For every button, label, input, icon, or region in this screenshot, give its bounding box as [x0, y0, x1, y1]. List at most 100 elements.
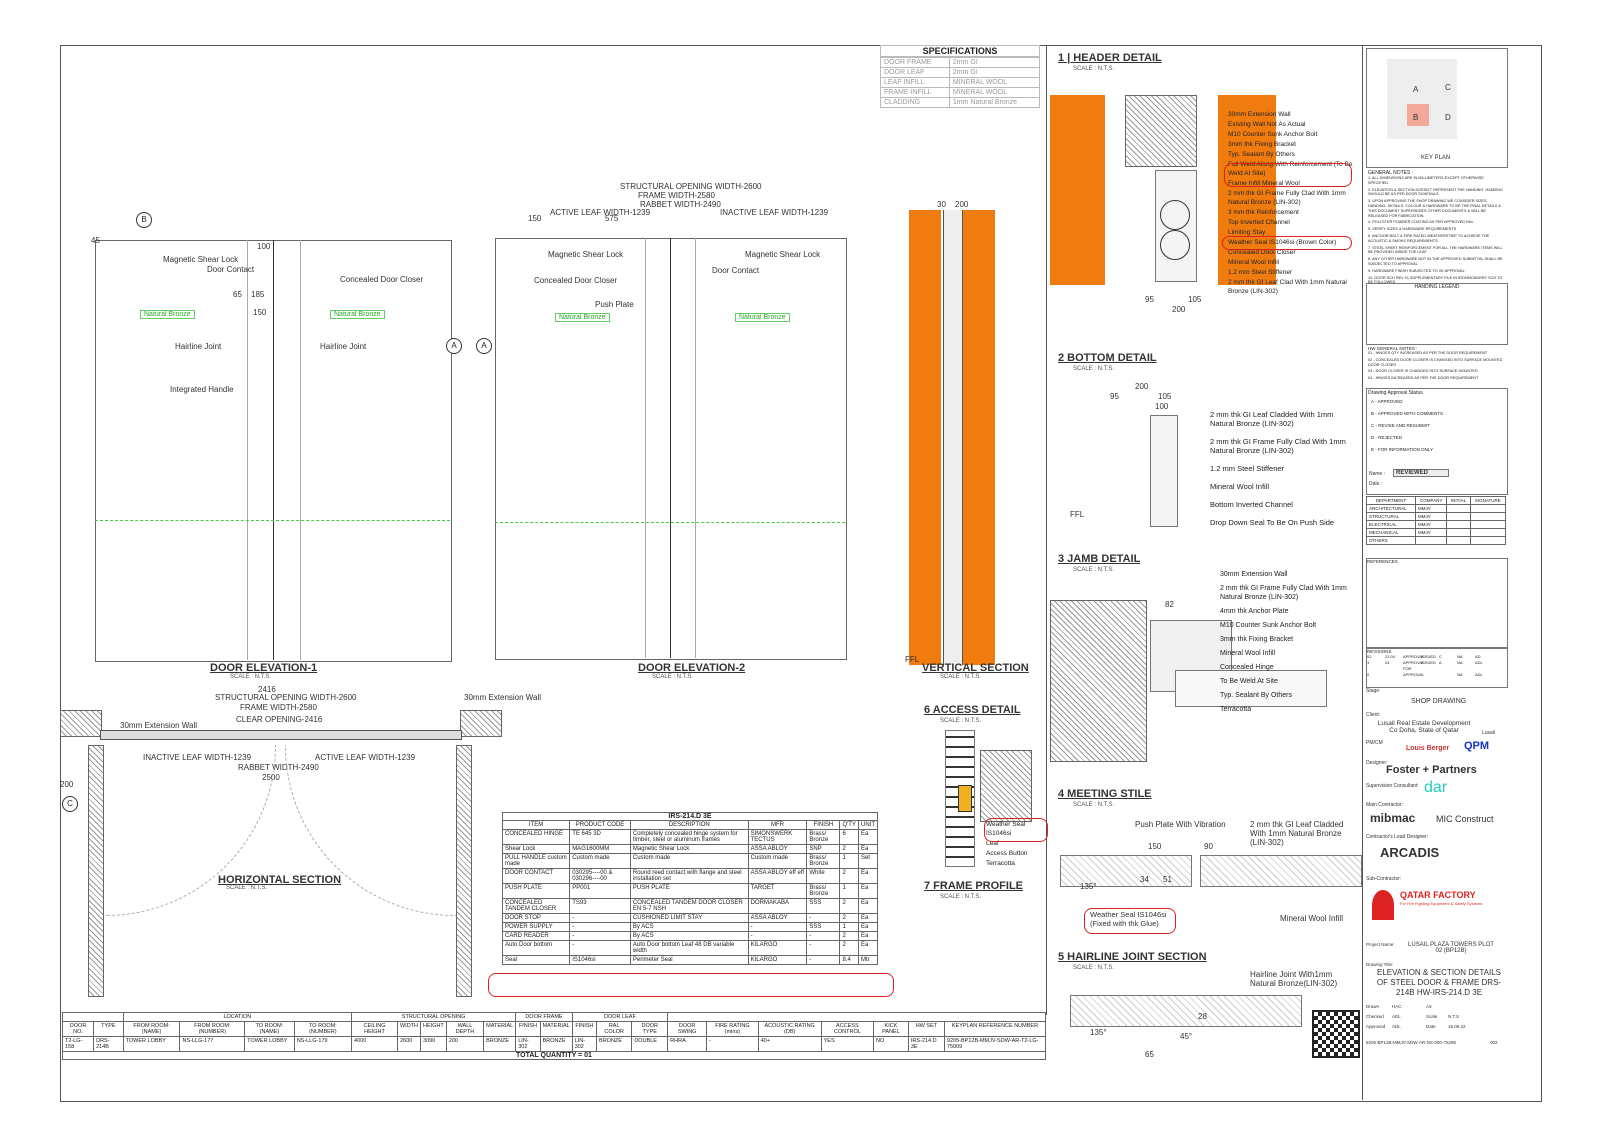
- dimension: 30: [937, 200, 946, 209]
- meeting-stile-scale: SCALE : N.T.S.: [1073, 802, 1115, 808]
- schedule-cell: DOUBLE: [631, 1036, 669, 1052]
- jamb-detail-scale: SCALE : N.T.S.: [1073, 567, 1115, 573]
- hardware-cell: 1: [839, 853, 859, 869]
- divider: [1046, 45, 1047, 1015]
- header-detail-title: 1 | HEADER DETAIL: [1058, 52, 1162, 64]
- note-label: To Be Weld At Site: [1220, 678, 1278, 685]
- revision-cell: NA: [1457, 654, 1463, 659]
- client-name: Lusail Real Estate Development Co Doha, …: [1377, 720, 1471, 734]
- push-plate-label: Push Plate With Vibration: [1135, 820, 1226, 829]
- mibmac-logo: mibmac: [1370, 811, 1416, 825]
- section-marker-c: C: [62, 796, 78, 812]
- hardware-cell: 1: [839, 922, 859, 932]
- schedule-cell: LIN-302: [571, 1036, 598, 1052]
- hardware-cell: ASSA ABLOY eff eff: [747, 868, 808, 884]
- meeting-stile-line: [670, 238, 671, 658]
- angle: 135°: [1090, 1028, 1107, 1037]
- dept-cell: STRUCTURAL: [1366, 512, 1416, 521]
- hardware-cell: CONCEALED TANDEM DOOR CLOSER EN 5-7 NSH: [629, 898, 749, 914]
- hardware-cell: 6: [839, 829, 859, 845]
- bottom-detail-notes: 2 mm thk GI Leaf Cladded With 1mm Natura…: [1210, 410, 1350, 536]
- mic-logo: MIC Construct: [1436, 814, 1494, 824]
- hardware-cell: TS93: [569, 898, 631, 914]
- schedule-group-header: DOOR LEAF: [571, 1012, 669, 1022]
- spec-key: FRAME INFILL: [880, 87, 950, 98]
- schedule-header: TO ROOM: (NAME): [244, 1021, 295, 1037]
- spec-key: CLADDING: [880, 97, 950, 108]
- center-line: [495, 522, 845, 523]
- schedule-header: MATERIAL: [483, 1021, 517, 1037]
- finish-label: Natural Bronze: [330, 310, 385, 319]
- access-detail-scale: SCALE : N.T.S.: [940, 718, 982, 724]
- schedule-cell: 2600: [396, 1036, 422, 1052]
- dimension: 185: [251, 290, 265, 299]
- hardware-title: IRS-214.D 3E: [502, 812, 878, 820]
- note-label: Frame Infill Mineral Wool: [1228, 180, 1300, 187]
- note-label: B - APPROVED WITH COMMENTS: [1371, 411, 1444, 416]
- hardware-cell: CUSHIONED LIMIT STAY: [629, 913, 749, 923]
- cladding: [1218, 95, 1276, 285]
- hardware-cell: Magnetic Shear Lock: [629, 844, 749, 854]
- general-notes-title: GENERAL NOTES :: [1368, 170, 1414, 176]
- note-label: 30mm Extension Wall: [1228, 111, 1291, 118]
- dimension: 2416: [258, 685, 276, 694]
- spec-key: LEAF INFILL: [880, 77, 950, 88]
- foster-logo: Foster + Partners: [1386, 764, 1477, 776]
- hardware-header: UNIT: [857, 820, 879, 830]
- schedule-cell: 200: [445, 1036, 485, 1052]
- dimension: 200: [955, 200, 969, 209]
- hardware-cell: Set: [857, 853, 879, 869]
- hardware-cell: CONCEALED HINGE: [501, 829, 571, 845]
- schedule-header: ACOUSTIC RATING (DB): [757, 1021, 822, 1037]
- dept-cell: [1446, 504, 1471, 513]
- dimension: 575: [605, 214, 619, 223]
- leaf-section: [1070, 995, 1302, 1027]
- note-label: Drop Down Seal To Be On Push Side: [1210, 518, 1335, 527]
- schedule-header: HW SET: [907, 1021, 945, 1037]
- schedule-cell: TOWER LOBBY: [122, 1036, 181, 1052]
- approved-value: ADL: [1392, 1024, 1401, 1029]
- schedule-group-header: [667, 1012, 1046, 1022]
- hairline-joint-line: [695, 238, 696, 658]
- frame-profile-scale: SCALE : N.T.S.: [940, 894, 982, 900]
- hardware-cell: PULL HANDLE custom made: [501, 853, 571, 869]
- hardware-cell: 2: [839, 913, 859, 923]
- hardware-cell: -: [569, 940, 631, 956]
- hairline-joint-line: [247, 240, 248, 660]
- frame-width: FRAME WIDTH-2580: [638, 191, 715, 200]
- specifications-title: SPECIFICATIONS: [880, 45, 1040, 57]
- schedule-cell: -: [706, 1036, 759, 1052]
- center-line: [95, 520, 450, 521]
- revision-cell: A: [1439, 660, 1442, 665]
- general-notes-list: 1. ALL DIMENSIONS ARE IN MILLIMETERS EXC…: [1368, 176, 1504, 285]
- note-label: 3 mm thk Reinforcement: [1228, 209, 1299, 216]
- note-label: 4mm thk Anchor Plate: [1220, 608, 1289, 615]
- hardware-cell: KILARGO: [747, 955, 808, 965]
- hardware-cell: Custom made: [569, 853, 631, 869]
- dept-cell: [1469, 512, 1507, 521]
- hardware-cell: TE 645 3D: [569, 829, 631, 845]
- revision-cell: C: [1439, 654, 1442, 659]
- hardware-cell: SSS: [806, 898, 841, 914]
- schedule-cell: LIN-302: [515, 1036, 541, 1052]
- note-label: 5. VERIFY SIZES & HARDWARE REQUIREMENTS: [1368, 227, 1457, 232]
- note-label: Mineral Wool Infill: [1228, 259, 1280, 266]
- hardware-cell: Ea: [857, 931, 879, 941]
- drawing-title-label: Drawing Title:: [1366, 962, 1394, 967]
- revision-number: 002: [1490, 1040, 1498, 1045]
- pmcm-label: PM/CM: [1366, 740, 1383, 746]
- note-label: Typ. Sealant By Others: [1228, 151, 1295, 158]
- hardware-cell: 2: [839, 898, 859, 914]
- supervision-label: Supervision Consultant:: [1366, 783, 1419, 789]
